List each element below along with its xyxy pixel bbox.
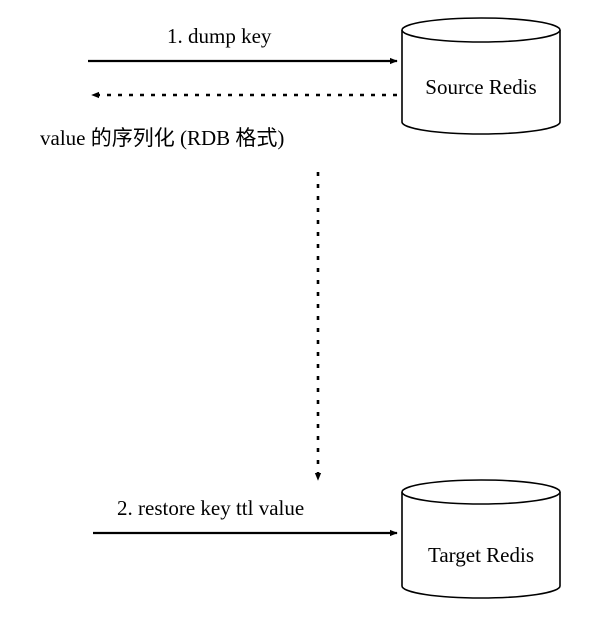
dump-key-label: 1. dump key [167,24,272,48]
target-redis-node [401,479,561,599]
target-redis-label: Target Redis [427,543,535,567]
source-redis-body [401,30,561,135]
serialized-value-label: value 的序列化 (RDB 格式) [40,126,285,150]
source-redis-label: Source Redis [425,75,537,99]
source-redis-node [401,17,561,135]
restore-label: 2. restore key ttl value [117,496,305,520]
target-redis-top [401,479,561,505]
source-redis-top [401,17,561,43]
target-redis-body [401,492,561,599]
